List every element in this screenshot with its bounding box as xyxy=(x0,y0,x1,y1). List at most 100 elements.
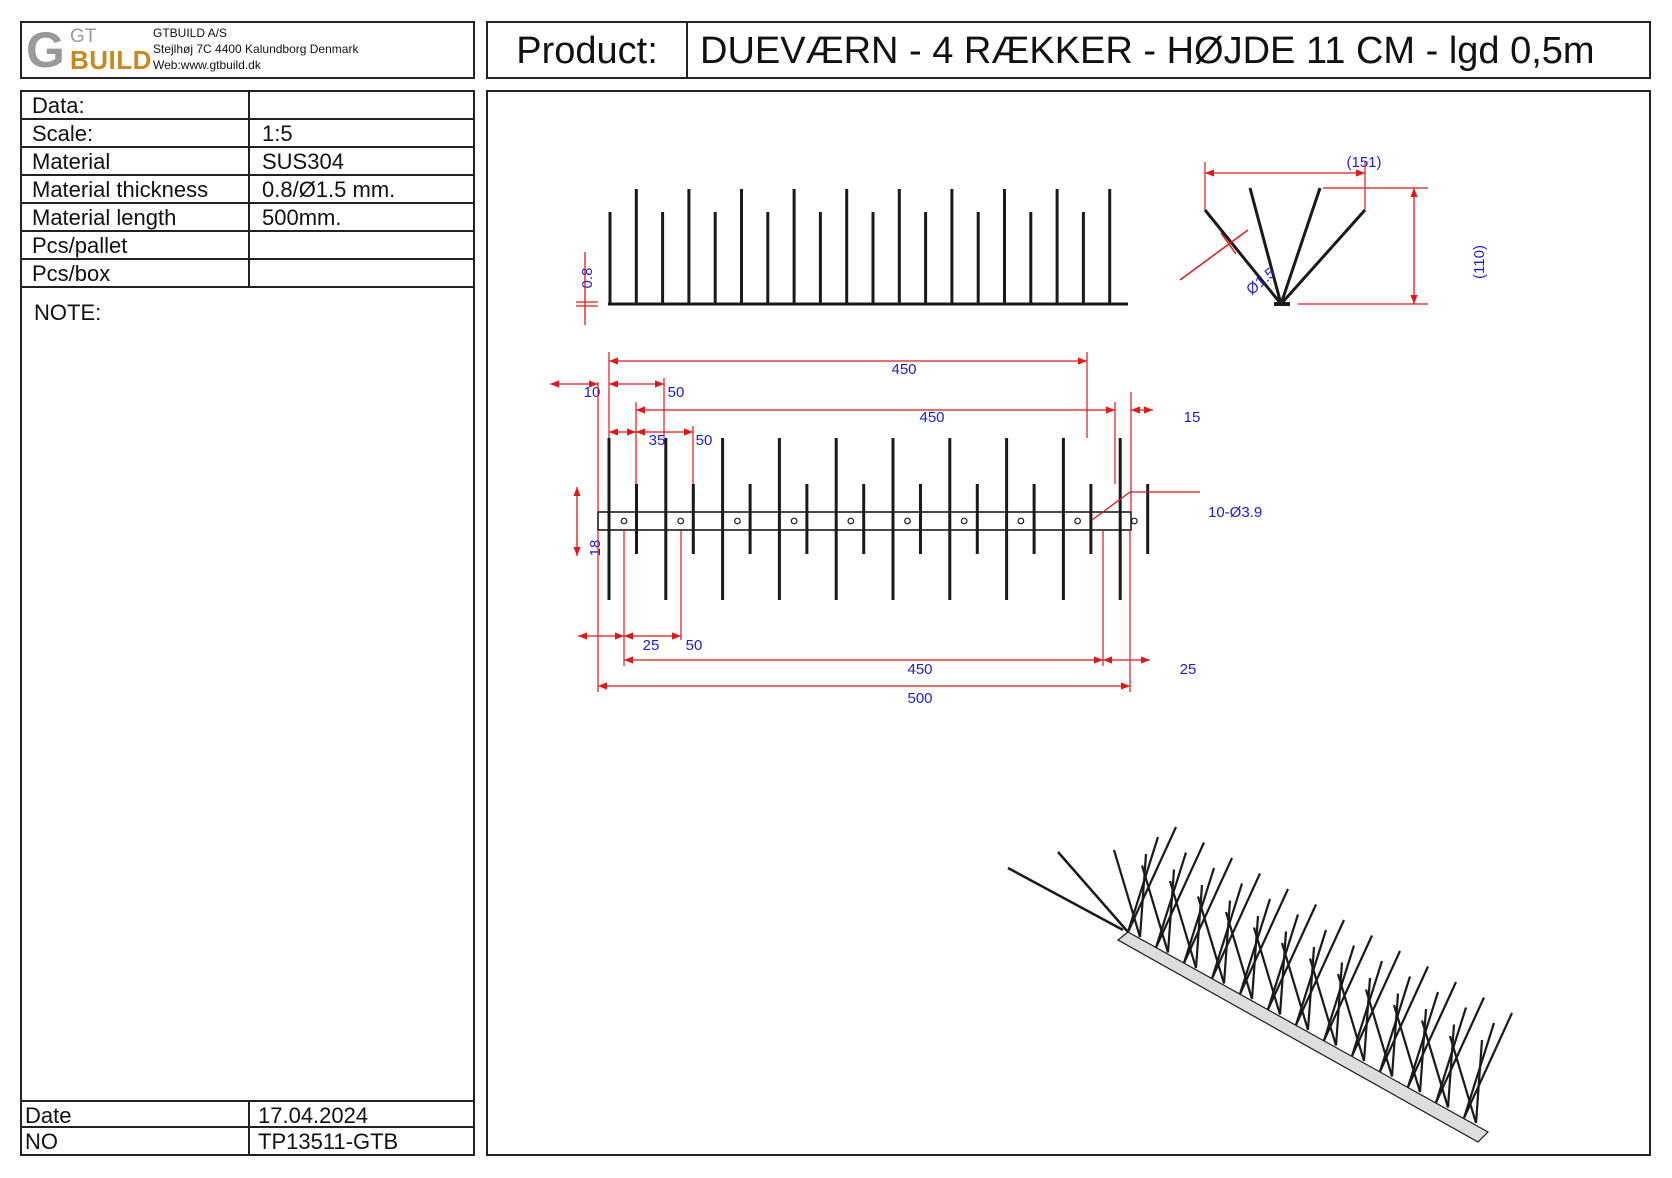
company-name: GTBUILD A/S xyxy=(153,26,228,40)
logo-gt-text: GT xyxy=(70,26,97,47)
iso-spike xyxy=(1294,919,1346,1026)
end-wire-mid-left xyxy=(1248,187,1283,305)
dim-top-15: 15 xyxy=(1184,409,1201,426)
iso-spike xyxy=(1280,942,1310,1031)
info-table: Data: Scale: 1:5 Material SUS304 Materia… xyxy=(20,90,475,1156)
date-label: Date xyxy=(22,1102,250,1128)
wire-diameter-mark xyxy=(1220,232,1237,255)
isometric-view xyxy=(1007,826,1514,1143)
dim-end-height: (110) xyxy=(1471,245,1488,279)
iso-spike xyxy=(1252,927,1282,1015)
info-value: SUS304 xyxy=(262,149,344,174)
info-label: Material length xyxy=(22,204,250,230)
dim-top-35: 35 xyxy=(649,432,666,449)
mount-hole xyxy=(960,517,968,525)
info-label: Material xyxy=(22,148,250,174)
info-row-thickness: Material thickness 0.8/Ø1.5 mm. xyxy=(22,176,473,204)
info-row-pcs-pallet: Pcs/pallet xyxy=(22,232,473,260)
company-header: G GT BUILD GTBUILD A/S Stejlhøj 7C 4400 … xyxy=(20,21,475,79)
end-wire-right xyxy=(1279,209,1367,305)
product-label: Product: xyxy=(488,23,688,77)
iso-spike xyxy=(1350,950,1402,1057)
iso-spike xyxy=(1474,1039,1484,1124)
dim-bottom-50: 50 xyxy=(686,637,703,654)
iso-spike xyxy=(1126,826,1178,933)
info-value xyxy=(250,232,262,258)
info-row-material: Material SUS304 xyxy=(22,148,473,176)
iso-spike xyxy=(1434,997,1486,1103)
iso-spike xyxy=(1392,1004,1422,1093)
iso-spike xyxy=(1140,865,1170,953)
iso-spike xyxy=(1306,946,1316,1031)
top-view xyxy=(597,438,1150,600)
iso-spike xyxy=(1406,981,1458,1088)
info-row-length: Material length 500mm. xyxy=(22,204,473,232)
iso-spike xyxy=(1364,989,1394,1077)
info-row-scale: Scale: 1:5 xyxy=(22,120,473,148)
info-value: 500mm. xyxy=(262,205,342,230)
iso-spike xyxy=(1222,900,1232,984)
dim-side-thickness: 0.8 xyxy=(579,268,596,289)
dim-top-50-a: 50 xyxy=(668,384,685,401)
info-row-pcs-box: Pcs/box xyxy=(22,260,473,288)
info-value xyxy=(250,260,262,286)
iso-spike xyxy=(1378,966,1430,1072)
logo-letter: G xyxy=(26,22,65,78)
info-label: Pcs/pallet xyxy=(22,232,250,258)
info-value xyxy=(250,92,262,118)
iso-spike xyxy=(1278,931,1288,1015)
mount-hole xyxy=(904,517,911,525)
end-view xyxy=(1203,187,1367,306)
logo-build-text: BUILD xyxy=(70,45,152,75)
iso-spike xyxy=(1308,958,1338,1046)
company-web: Web:www.gtbuild.dk xyxy=(153,58,261,72)
iso-spike xyxy=(1168,880,1198,969)
dim-top-450-a: 450 xyxy=(891,361,916,378)
mount-hole xyxy=(1130,517,1138,525)
iso-spike xyxy=(1448,1035,1478,1124)
mount-hole xyxy=(1074,517,1081,525)
dim-bottom-25-a: 25 xyxy=(643,637,660,654)
mount-hole xyxy=(733,517,741,525)
no-label: NO xyxy=(22,1128,250,1154)
info-row-date: Date 17.04.2024 xyxy=(22,1100,473,1128)
technical-drawing: 0.8 (151) (110) Ø1.5 450 10 50 450 15 35… xyxy=(550,154,1514,1143)
info-label: Pcs/box xyxy=(22,260,250,286)
iso-spike xyxy=(1334,962,1344,1046)
mount-hole xyxy=(677,517,685,525)
mount-hole xyxy=(847,517,855,525)
company-address: Stejlhøj 7C 4400 Kalundborg Denmark xyxy=(153,42,359,56)
iso-spike xyxy=(1182,857,1234,964)
end-wire-left xyxy=(1203,209,1283,305)
iso-spike xyxy=(1166,869,1176,953)
iso-spike xyxy=(1462,1012,1514,1119)
iso-spike xyxy=(1446,1024,1456,1108)
info-label: Data: xyxy=(22,92,250,118)
date-value: 17.04.2024 xyxy=(258,1103,369,1128)
dim-top-50-b: 50 xyxy=(696,432,713,449)
end-wire-mid-right xyxy=(1279,187,1322,305)
no-value: TP13511-GTB xyxy=(258,1129,399,1154)
dim-bottom-25-b: 25 xyxy=(1180,661,1197,678)
info-label: Scale: xyxy=(22,120,250,146)
iso-spike xyxy=(1224,911,1254,1000)
mount-hole xyxy=(790,517,798,525)
iso-spike xyxy=(1112,849,1142,938)
iso-wire xyxy=(1007,866,1124,932)
iso-wire xyxy=(1057,851,1129,933)
iso-spike xyxy=(1390,993,1400,1077)
iso-spike xyxy=(1336,973,1366,1062)
dim-base-height: 18 xyxy=(587,540,604,557)
iso-base-strip xyxy=(1116,931,1489,1143)
iso-spike xyxy=(1238,888,1290,995)
iso-spike xyxy=(1322,935,1374,1041)
side-view xyxy=(608,189,1128,306)
iso-spike xyxy=(1196,896,1226,984)
note-label: NOTE: xyxy=(34,300,102,325)
iso-spike xyxy=(1420,1020,1450,1108)
iso-spike xyxy=(1194,884,1204,969)
dim-holes: 10-Ø3.9 xyxy=(1208,504,1262,521)
info-row-data: Data: xyxy=(22,92,473,120)
wire-diameter-leader xyxy=(1179,229,1249,281)
dimensions: 0.8 (151) (110) Ø1.5 450 10 50 450 15 35… xyxy=(550,154,1488,707)
